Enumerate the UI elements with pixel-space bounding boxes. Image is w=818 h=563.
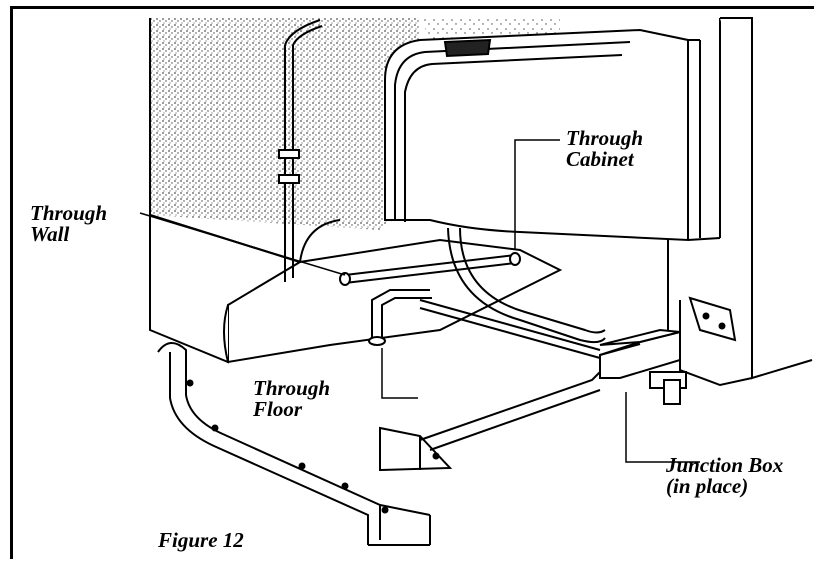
leader-lines [139,139,700,463]
floor-slab [223,238,563,364]
figure-caption: Figure 12 [158,528,244,552]
label-through-wall: Through Wall [30,201,108,246]
label-junction-box: Junction Box (in place) [666,453,784,498]
junction-box [599,328,687,405]
label-through-cabinet: Through Cabinet [566,126,644,171]
conduit-routes [278,19,606,359]
right-cabinet [667,17,813,387]
frame-rails [157,342,601,546]
dishwasher-tub [384,18,721,242]
label-through-floor: Through Floor [253,376,331,421]
figure-frame [10,6,814,559]
